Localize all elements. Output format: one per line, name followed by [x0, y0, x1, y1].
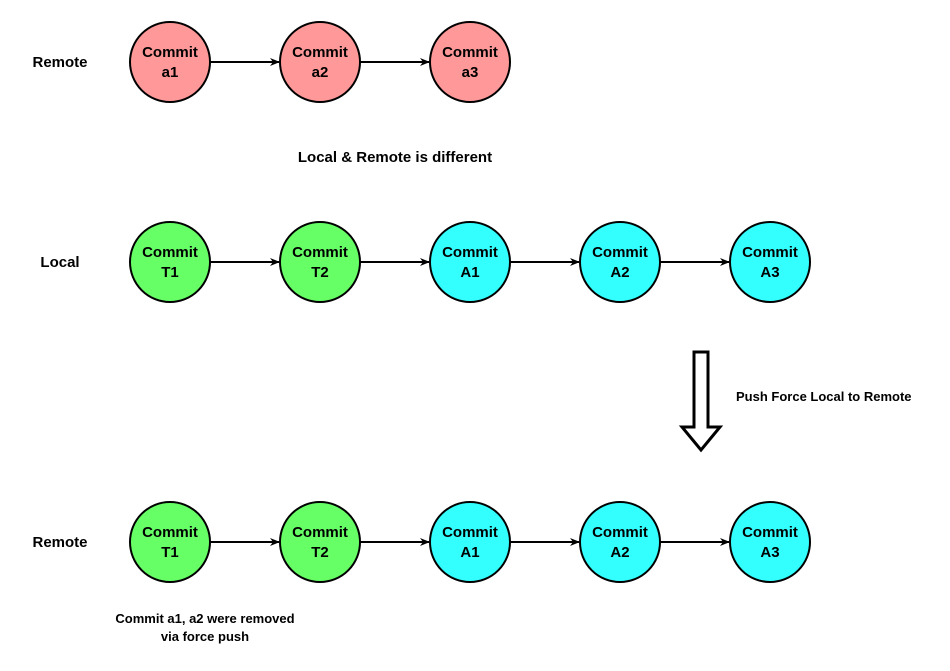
push-force-caption: Push Force Local to Remote: [736, 389, 912, 404]
commit-label-line1: Commit: [592, 244, 648, 261]
commit-circle: [429, 21, 511, 103]
commit-label-line2: A3: [760, 544, 779, 561]
removed-commits-note-line2: via force push: [161, 629, 249, 644]
commit-circle: [129, 221, 211, 303]
commit-label-line1: Commit: [142, 524, 198, 541]
commit-circle: [729, 221, 811, 303]
commit-label-line2: a2: [312, 64, 329, 81]
commit-label-line2: T2: [311, 544, 329, 561]
commit-label-line2: T2: [311, 264, 329, 281]
commit-label-line1: Commit: [292, 524, 348, 541]
commit-label-line2: A1: [460, 544, 479, 561]
commit-label-line1: Commit: [442, 44, 498, 61]
remote-before-commit-node-a1: Commit a1: [129, 21, 211, 103]
commit-label-line1: Commit: [742, 524, 798, 541]
commit-label-line2: a3: [462, 64, 479, 81]
commit-circle: [429, 221, 511, 303]
commit-label-line1: Commit: [292, 244, 348, 261]
row-label-remote-after: Remote: [32, 534, 87, 551]
commit-circle: [279, 221, 361, 303]
commit-label-line2: A2: [610, 264, 629, 281]
commit-circle: [579, 221, 661, 303]
difference-caption: Local & Remote is different: [298, 149, 492, 166]
commit-label-line2: A3: [760, 264, 779, 281]
commit-label-line1: Commit: [142, 244, 198, 261]
commit-label-line1: Commit: [592, 524, 648, 541]
remote-before-commit-node-a2: Commit a2: [279, 21, 361, 103]
commit-label-line1: Commit: [292, 44, 348, 61]
commit-label-line2: T1: [161, 264, 179, 281]
commit-label-line2: a1: [162, 64, 179, 81]
commit-circle: [129, 501, 211, 583]
push-force-down-arrow-icon: [678, 350, 724, 453]
commit-circle: [279, 21, 361, 103]
remote-before-commit-node-a3: Commit a3: [429, 21, 511, 103]
commit-label-line2: T1: [161, 544, 179, 561]
commit-label-line2: A2: [610, 544, 629, 561]
commit-circle: [129, 21, 211, 103]
commit-circle: [579, 501, 661, 583]
commit-label-line1: Commit: [442, 244, 498, 261]
remote-before-commit-row: Commit a1 Commit a2 Commit a3: [129, 21, 511, 103]
row-label-local: Local: [40, 254, 79, 271]
removed-commits-note: Commit a1, a2 were removed: [115, 611, 294, 626]
row-label-remote-before: Remote: [32, 54, 87, 71]
commit-label-line1: Commit: [142, 44, 198, 61]
commit-circle: [279, 501, 361, 583]
commit-label-line1: Commit: [742, 244, 798, 261]
commit-label-line2: A1: [460, 264, 479, 281]
commit-circle: [729, 501, 811, 583]
commit-label-line1: Commit: [442, 524, 498, 541]
commit-circle: [429, 501, 511, 583]
